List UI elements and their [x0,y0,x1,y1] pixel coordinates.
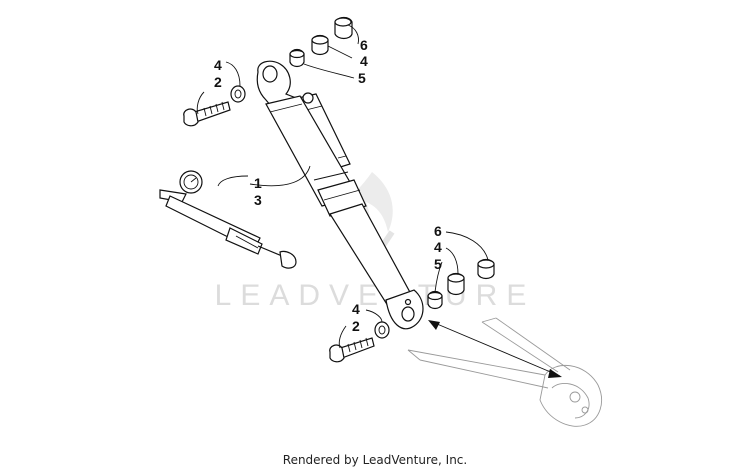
mounting-arrow [428,320,562,378]
a-arm-phantom [407,317,602,427]
shock-absorber [256,60,424,330]
right-hardware [427,258,495,310]
callout-left-2: 2 [214,74,222,90]
callout-right-6: 6 [434,223,442,239]
top-hardware [289,16,353,68]
bottom-hardware [329,321,390,363]
leader-lines [196,24,489,349]
bottom-eye-hole [401,306,415,322]
flame-logo-icon [342,172,393,240]
left-hardware [183,85,246,127]
reservoir-cap [302,92,314,104]
top-eye-hole [262,65,278,83]
callout-top-4: 4 [360,53,368,69]
callout-top-6: 6 [360,37,368,53]
callout-bottom-2: 2 [352,318,360,334]
pump-handle [279,250,297,269]
callout-left-4: 4 [214,57,222,73]
callout-right-5: 5 [434,256,442,272]
air-pump [159,170,297,269]
callout-shock-3: 3 [254,192,262,208]
footer-credit: Rendered by LeadVenture, Inc. [283,453,467,467]
washer-left-4 [230,85,246,103]
watermark-text: LEADVENTURE [215,279,536,312]
callout-shock-1: 1 [254,175,262,191]
callout-right-4: 4 [434,239,442,255]
callout-bottom-4: 4 [352,301,360,317]
callouts: 6 4 5 4 2 1 3 6 4 5 4 2 [214,37,442,334]
washer-bottom-4 [374,321,390,339]
callout-top-5: 5 [358,70,366,86]
